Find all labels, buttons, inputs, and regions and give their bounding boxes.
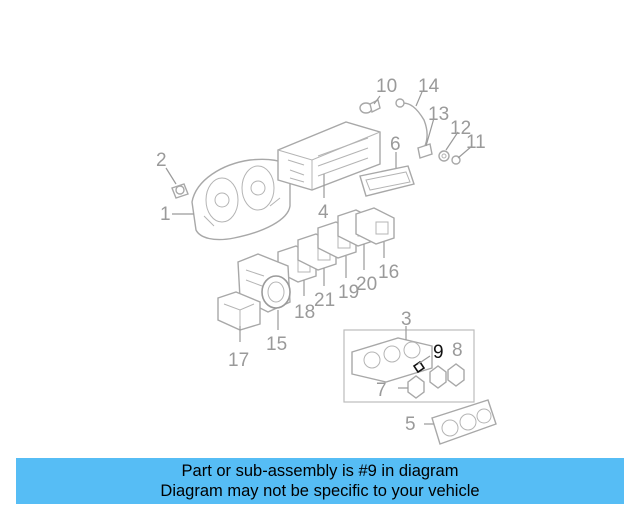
callout-10: 10 [376,76,397,97]
leader-lines [165,91,473,425]
part-7-knob [407,375,425,399]
callout-14: 14 [418,76,440,97]
part-17-switch [217,291,261,331]
part-14-wire-harness [395,98,428,149]
part-15-headlight-switch [237,253,291,313]
callout-3: 3 [401,309,412,330]
callout-21: 21 [314,290,335,311]
callout-15: 15 [266,334,287,355]
part-16-switch [355,207,395,245]
callout-9-highlighted: 9 [433,342,444,363]
callout-11: 11 [466,132,486,153]
banner-part-line: Part or sub-assembly is #9 in diagram [181,462,459,480]
part-8-knobs [429,363,465,389]
part-13-clip [417,143,433,159]
part-10-bulb [359,98,381,114]
callout-8: 8 [452,340,463,361]
callout-5: 5 [405,414,416,435]
callout-labels: 1 2 3 4 5 6 7 8 9 10 11 12 13 14 15 16 1… [156,76,486,435]
callout-13: 13 [428,104,449,125]
part-12-nut [438,150,450,162]
callout-17: 17 [228,350,249,371]
banner-disclaimer-line: Diagram may not be specific to your vehi… [160,482,480,500]
callout-16: 16 [378,262,399,283]
part-6-panel [359,165,415,197]
callout-6: 6 [390,134,401,155]
callout-1: 1 [160,204,171,225]
callout-7: 7 [376,380,387,401]
callout-2: 2 [156,150,167,171]
callout-19: 19 [338,282,359,303]
part-1-instrument-cluster [191,158,291,241]
part-5-face-plate [431,399,497,445]
part-info-banner: Part or sub-assembly is #9 in diagram Di… [16,458,624,504]
callout-12: 12 [450,118,471,139]
part-4-control-unit [277,121,381,191]
part-3-assembly-box [343,329,475,403]
part-2-bulb-socket [171,183,189,199]
callout-20: 20 [356,274,377,295]
callout-18: 18 [294,302,315,323]
callout-4: 4 [318,202,329,223]
